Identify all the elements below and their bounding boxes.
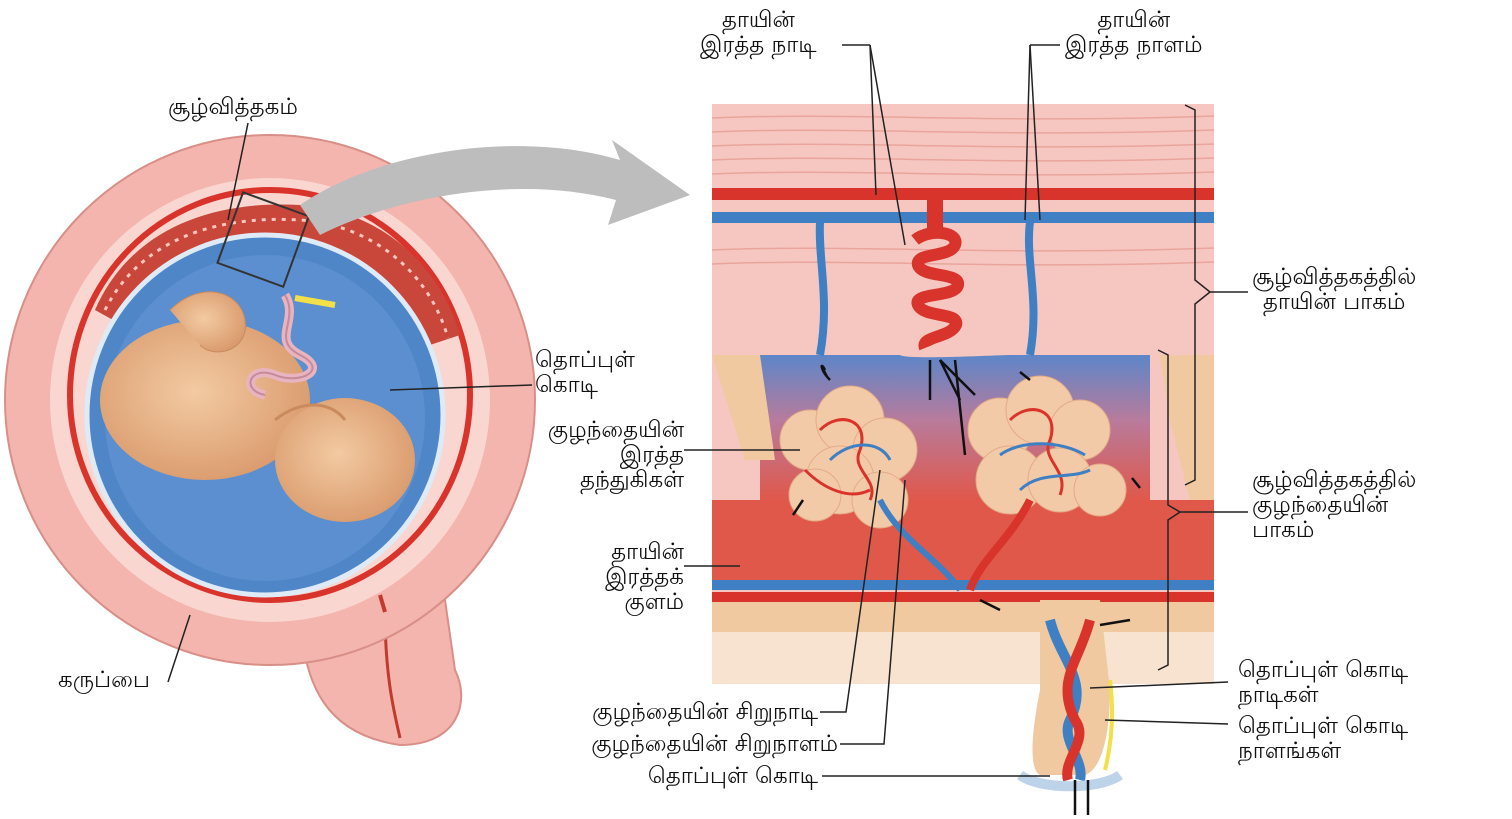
label-umbilical-arteries: தொப்புள் கொடி நாடிகள் [1238, 657, 1409, 708]
uterus-illustration [4, 134, 536, 747]
label-umbilical-veins: தொப்புள் கொடி நாளங்கள் [1238, 713, 1409, 764]
placenta-detail [711, 104, 1215, 815]
label-fetal-part: சூழ்வித்தகத்தில் குழந்தையின் பாகம் [1252, 467, 1417, 543]
label-maternal-part: சூழ்வித்தகத்தில் தாயின் பாகம் [1252, 264, 1417, 315]
label-maternal-pool: தாயின் இரத்தக் குளம் [605, 539, 684, 615]
leader-lines [167, 44, 1248, 777]
zoom-arrow [300, 140, 690, 235]
label-fetal-arteriole: குழந்தையின் சிறுநாடி [592, 699, 818, 725]
label-placenta: சூழ்வித்தகம் [168, 94, 298, 120]
label-fetal-venule: குழந்தையின் சிறுநாளம் [591, 731, 838, 757]
label-maternal-vein: தாயின் இரத்த நாளம் [1065, 7, 1203, 58]
label-maternal-artery: தாயின் இரத்த நாடி [700, 7, 817, 58]
label-fetal-villi: குழந்தையின் இரத்த தந்துகிகள் [547, 417, 684, 493]
label-umbilical-cord-bottom: தொப்புள் கொடி [647, 763, 818, 789]
label-umbilical-cord-left: தொப்புள் கொடி [535, 347, 635, 398]
label-uterus: கருப்பை [58, 667, 151, 693]
